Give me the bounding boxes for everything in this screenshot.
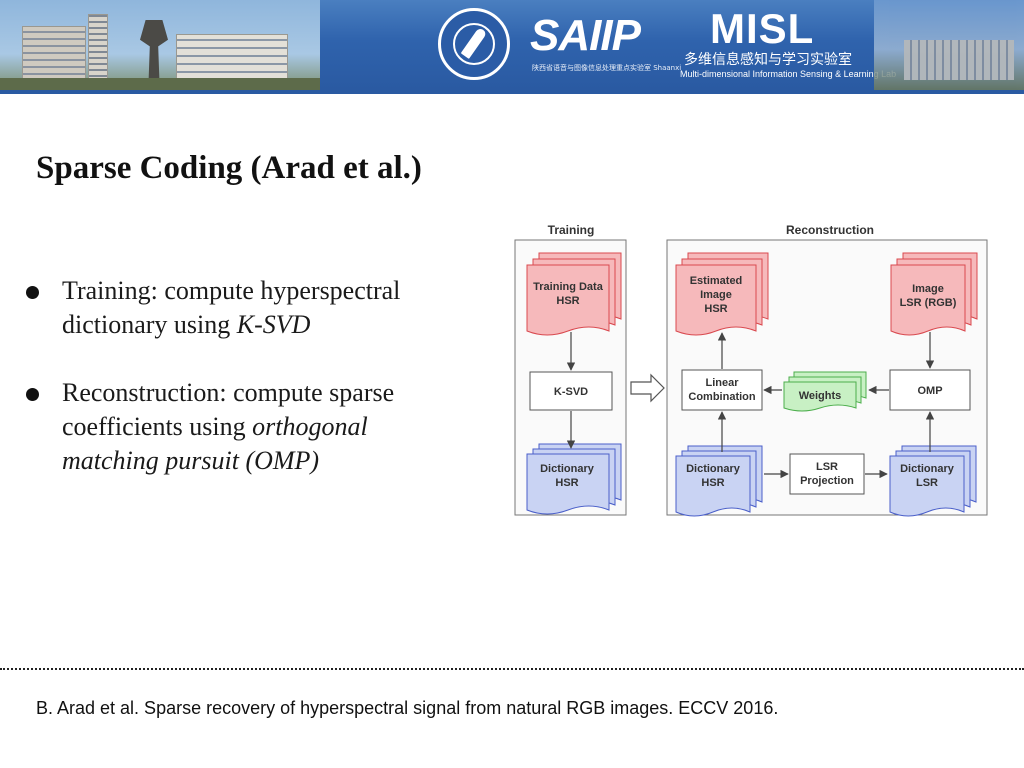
saiip-logo-text: SAIIP xyxy=(530,11,641,60)
lsr-projection-label: LSR xyxy=(816,461,838,473)
university-seal-logo xyxy=(438,8,510,80)
campus-building xyxy=(22,26,86,88)
bullet-training: Training: compute hyperspectral dictiona… xyxy=(24,274,494,342)
pipeline-diagram: Training Reconstruction Training Data HS… xyxy=(514,223,988,517)
dictionary-hsr-recon-label: Dictionary xyxy=(686,463,741,475)
estimated-image-stack: Estimated Image HSR xyxy=(675,252,769,336)
reconstruction-panel-title: Reconstruction xyxy=(786,223,874,237)
misl-logo: MISL 多维信息感知与学习实验室 Multi-dimensional Info… xyxy=(680,5,896,86)
bullet-dot-icon xyxy=(26,388,39,401)
dictionary-hsr-train-label: Dictionary xyxy=(540,463,595,475)
stack-sheet xyxy=(675,264,757,336)
bullet-italic-term: orthogonal xyxy=(252,412,368,441)
bullet-text: coefficients using xyxy=(62,412,253,441)
stack-sheet xyxy=(526,264,610,336)
stack-sheet xyxy=(526,453,610,515)
dictionary-hsr-recon-label: HSR xyxy=(701,477,724,489)
misl-logo-text: MISL xyxy=(710,5,815,52)
weights-label: Weights xyxy=(799,390,842,402)
training-data-label: Training Data xyxy=(533,281,604,293)
dictionary-hsr-train-label: HSR xyxy=(555,477,578,489)
dictionary-lsr-label: Dictionary xyxy=(900,463,955,475)
estimated-image-label: Estimated xyxy=(690,275,743,287)
estimated-image-label: HSR xyxy=(704,303,727,315)
ksvd-label: K-SVD xyxy=(554,386,588,398)
bullet-dot-icon xyxy=(26,286,39,299)
dictionary-lsr-stack: Dictionary LSR xyxy=(889,445,977,517)
footer-divider xyxy=(0,668,1024,670)
image-lsr-label: LSR (RGB) xyxy=(900,297,957,309)
dictionary-hsr-recon-stack: Dictionary HSR xyxy=(675,445,763,517)
image-lsr-label: Image xyxy=(912,283,944,295)
bullet-line: coefficients using orthogonal xyxy=(62,410,494,444)
bullet-italic-term: K-SVD xyxy=(236,310,311,339)
omp-label: OMP xyxy=(917,385,942,397)
bullet-line: dictionary using K-SVD xyxy=(62,308,494,342)
campus-building xyxy=(904,40,1014,80)
linear-combination-box xyxy=(681,369,763,411)
training-data-label: HSR xyxy=(556,295,579,307)
bullet-list: Training: compute hyperspectral dictiona… xyxy=(24,274,494,512)
training-panel-title: Training xyxy=(548,223,595,237)
bullet-line: Training: compute hyperspectral xyxy=(62,276,401,305)
stack-sheet xyxy=(889,455,965,517)
bullet-italic-line: matching pursuit (OMP) xyxy=(62,446,320,475)
header-banner: SAIIP 陕西省语音与图像信息处理重点实验室 Shaanxi Provinci… xyxy=(0,0,1024,90)
misl-chinese-name: 多维信息感知与学习实验室 xyxy=(684,52,852,68)
ksvd-box xyxy=(529,371,613,411)
seal-ring xyxy=(453,23,495,65)
reference-citation: B. Arad et al. Sparse recovery of hypers… xyxy=(36,698,779,718)
omp-box xyxy=(889,369,971,411)
saiip-logo: SAIIP 陕西省语音与图像信息处理重点实验室 Shaanxi Provinci… xyxy=(530,10,682,82)
lsr-projection-label: Projection xyxy=(800,475,854,487)
slide-title: Sparse Coding (Arad et al.) xyxy=(36,150,422,186)
saiip-logo-subtitle: 陕西省语音与图像信息处理重点实验室 Shaanxi Provincial Key… xyxy=(532,64,682,72)
linear-combination-label: Combination xyxy=(688,391,755,403)
lsr-projection-box xyxy=(789,453,865,495)
bullet-text: dictionary using xyxy=(62,310,237,339)
estimated-image-label: Image xyxy=(700,289,732,301)
campus-photo xyxy=(0,0,320,90)
stack-sheet xyxy=(890,264,966,336)
stack-sheet xyxy=(783,381,857,412)
campus-sculpture xyxy=(140,20,168,86)
bullet-reconstruction: Reconstruction: compute sparse coefficie… xyxy=(24,376,494,478)
campus-ground xyxy=(0,78,320,90)
weights-stack: Weights xyxy=(783,371,867,412)
training-data-stack: Training Data HSR xyxy=(526,252,622,336)
campus-tower xyxy=(88,14,108,88)
dictionary-hsr-train-stack: Dictionary HSR xyxy=(526,443,622,515)
stack-sheet xyxy=(675,455,751,517)
bullet-line: Reconstruction: compute sparse xyxy=(62,378,395,407)
header-divider xyxy=(0,90,1024,94)
misl-english-name: Multi-dimensional Information Sensing & … xyxy=(680,69,897,79)
image-lsr-stack: Image LSR (RGB) xyxy=(890,252,978,336)
dictionary-lsr-label: LSR xyxy=(916,477,938,489)
hollow-arrow-icon xyxy=(630,373,665,403)
campus-photo-right xyxy=(874,0,1024,90)
linear-combination-label: Linear xyxy=(705,377,739,389)
